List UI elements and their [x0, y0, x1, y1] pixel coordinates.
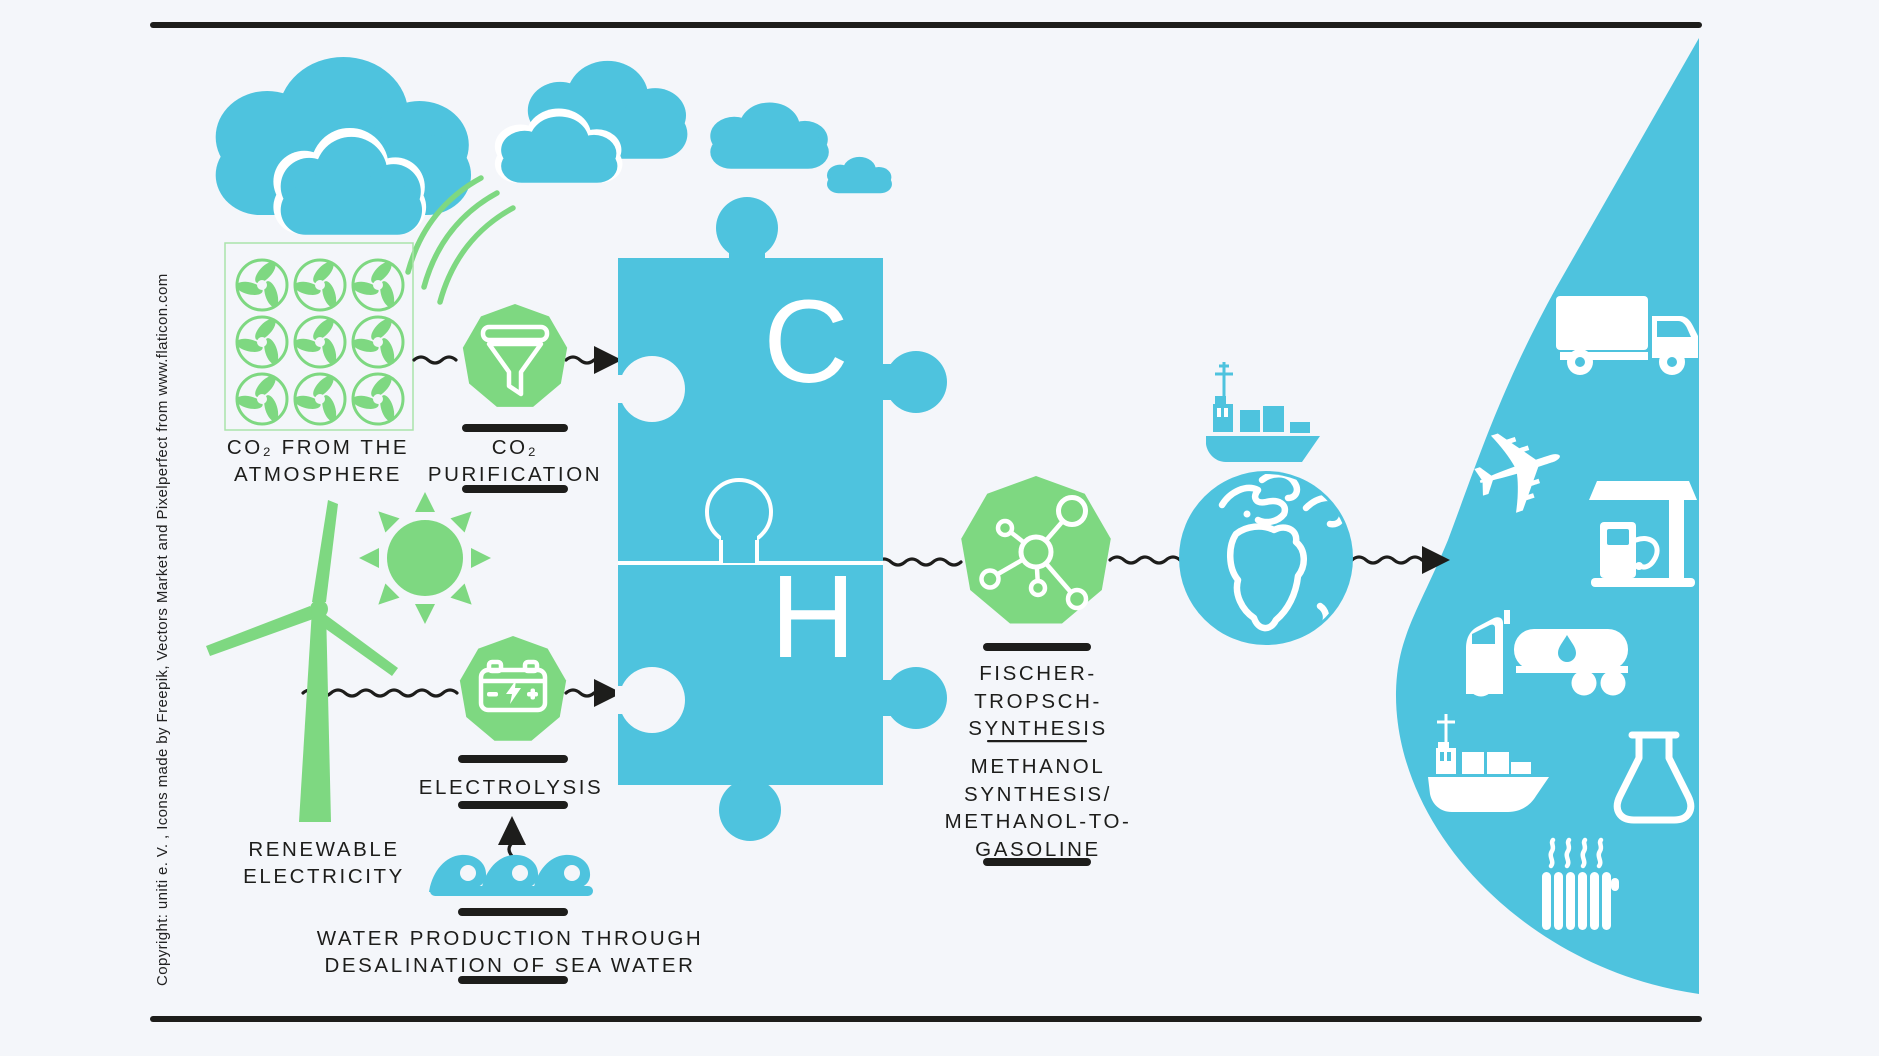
label-line: ELECTRICITY	[243, 865, 405, 888]
funnel-icon	[480, 324, 550, 397]
label-electrolysis: ELECTROLYSIS	[419, 774, 604, 801]
label-line: GASOLINE	[975, 837, 1101, 861]
arrow-icon	[594, 346, 622, 374]
label-line: DESALINATION OF SEA WATER	[324, 954, 696, 977]
label-line: FISCHER-	[979, 662, 1097, 685]
arrow-icon	[498, 816, 526, 845]
label-line: ELECTROLYSIS	[418, 776, 604, 799]
wind-turbine-icon	[206, 500, 398, 822]
sun-icon	[359, 492, 491, 624]
label-line: WATER PRODUCTION THROUGH	[316, 927, 704, 950]
label-line: METHANOL	[970, 755, 1106, 778]
carbon-letter: C	[763, 276, 849, 408]
label-water-production: WATER PRODUCTION THROUGH DESALINATION OF…	[317, 925, 704, 979]
ship-icon	[1428, 714, 1549, 812]
label-line: SYNTHESIS	[968, 717, 1108, 740]
battery-icon	[478, 659, 548, 713]
puzzle-pieces	[615, 197, 947, 841]
flask-icon	[1613, 731, 1695, 824]
sea-waves-icon	[429, 854, 593, 896]
label-methanol-synthesis: METHANOL SYNTHESIS/ METHANOL-TO- GASOLIN…	[945, 753, 1132, 863]
copyright-note: Copyright: uniti e. V. , Icons made by F…	[154, 273, 171, 986]
label-bars	[458, 424, 1091, 984]
label-line: SYNTHESIS/	[964, 782, 1112, 806]
truck-icon	[1556, 296, 1698, 375]
hydrogen-letter: H	[770, 551, 856, 683]
frame-rules	[150, 22, 1702, 1022]
cargo-ship-icon	[1206, 362, 1320, 462]
arrowheads	[498, 346, 1450, 845]
arrow-icon	[1422, 546, 1450, 574]
electrolysis-node	[459, 636, 567, 741]
transport-globe-node	[1179, 362, 1353, 645]
molecule-icon	[979, 495, 1089, 611]
cloud-group	[215, 57, 892, 235]
label-line: ATMOSPHERE	[234, 463, 402, 486]
label-line: TROPSCH-	[974, 689, 1102, 713]
tanker-truck-icon	[1466, 610, 1628, 697]
label-line: METHANOL-TO-	[944, 810, 1132, 833]
cloud-icon	[710, 102, 829, 169]
label-line: CO₂	[491, 436, 539, 459]
cloud-icon	[826, 156, 892, 194]
label-renewable-electricity: RENEWABLE ELECTRICITY	[243, 836, 405, 890]
gas-station-icon	[1589, 481, 1697, 587]
globe-icon	[1179, 471, 1353, 645]
label-line: PURIFICATION	[427, 463, 603, 486]
label-co2-source: CO₂ FROM THE ATMOSPHERE	[227, 434, 409, 488]
label-fischer-tropsch: FISCHER- TROPSCH- SYNTHESIS	[968, 660, 1108, 743]
label-line: RENEWABLE	[248, 838, 400, 861]
label-co2-purification: CO₂ PURIFICATION	[428, 434, 602, 488]
fan-grid-icon	[224, 242, 414, 431]
label-line: CO₂ FROM THE	[226, 436, 410, 459]
radiator-icon	[1542, 837, 1619, 930]
arrow-icon	[594, 679, 622, 707]
synthesis-node	[961, 476, 1111, 624]
co2-purification-node	[462, 304, 568, 407]
